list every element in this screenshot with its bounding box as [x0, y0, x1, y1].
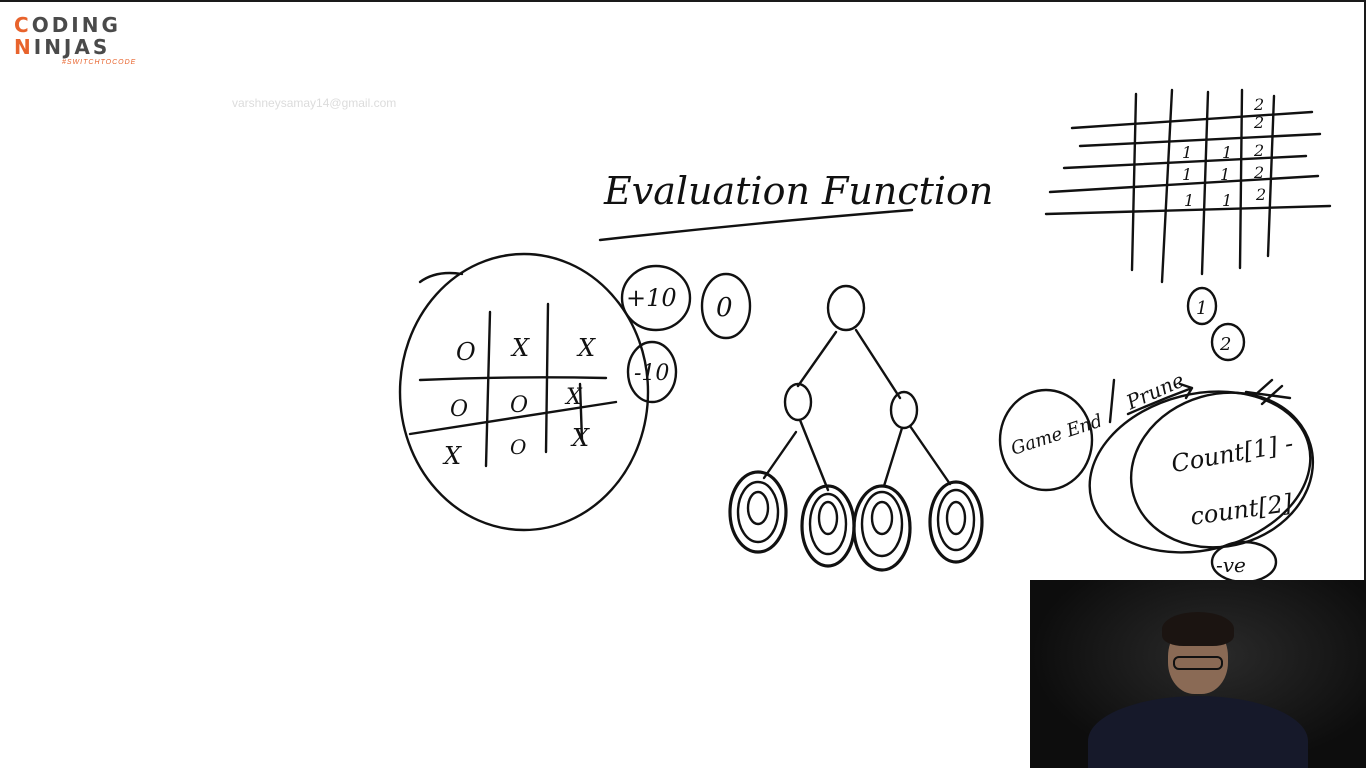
tree-edge-l-ll [762, 430, 798, 480]
whiteboard-title: Evaluation Function [603, 169, 993, 213]
grid-hline-1 [418, 376, 608, 382]
c4-cell-h: 2 [1253, 163, 1264, 182]
c4-hline-3 [1062, 154, 1308, 170]
cell-9: X [570, 424, 590, 452]
c4-vline-1 [1130, 92, 1138, 272]
logo-word-injas: INJAS [33, 35, 111, 59]
cell-8: O [510, 435, 526, 459]
c4-cell-k: 2 [1255, 185, 1266, 204]
c4-cell-c: 1 [1182, 143, 1192, 162]
player-two-circle [1210, 322, 1246, 362]
score-minus-ten: -10 [634, 361, 669, 386]
tree-edge-r-rr [908, 424, 952, 486]
c4-cell-j: 1 [1222, 191, 1232, 210]
email-watermark: varshneysamay14@gmail.com [232, 96, 397, 110]
count-one-label: Count[1] - [1169, 429, 1295, 478]
tree-leaf-2 [800, 484, 856, 568]
tree-node-right [889, 390, 919, 430]
c4-cell-a: 2 [1253, 95, 1264, 114]
cell-6: X [564, 385, 583, 410]
c4-cell-b: 2 [1253, 113, 1264, 132]
tree-leaf-1 [728, 470, 788, 554]
c4-cell-i: 1 [1184, 191, 1194, 210]
zero-circle [700, 272, 752, 340]
prune-divider [1108, 378, 1116, 424]
c4-vline-2 [1160, 88, 1174, 284]
cell-5: O [510, 393, 528, 418]
screen-right-border [1364, 0, 1366, 768]
title-underline [598, 208, 914, 242]
cell-7: X [442, 442, 462, 470]
c4-cell-g: 1 [1220, 165, 1230, 184]
player-one-circle [1186, 286, 1218, 326]
tree-leaf-4 [928, 480, 984, 564]
c4-cell-e: 2 [1253, 141, 1264, 160]
minus-ten-circle [626, 340, 678, 404]
tree-edge-root-left [796, 330, 838, 388]
cell-2: X [510, 334, 530, 362]
tree-node-left [783, 382, 813, 422]
c4-vline-5 [1266, 94, 1276, 258]
tree-leaf-3 [852, 484, 912, 572]
cell-4: O [450, 397, 468, 422]
score-zero: 0 [716, 293, 733, 323]
board-circle-tick [418, 271, 464, 284]
c4-cell-d: 1 [1222, 143, 1232, 162]
logo-line-coding: CODING [14, 14, 144, 36]
presenter-body [1088, 696, 1308, 768]
logo-line-ninjas: NINJAS [14, 36, 144, 58]
c4-cell-f: 1 [1182, 165, 1192, 184]
coding-ninjas-logo: CODING NINJAS #SWITCHTOCODE [14, 14, 144, 74]
c4-hline-4 [1048, 174, 1320, 194]
tree-edge-l-lr [798, 418, 830, 492]
player-one-label: 1 [1196, 298, 1207, 319]
presenter-hair [1162, 612, 1234, 646]
screen-top-border [0, 0, 1366, 2]
tictactoe-circle [398, 252, 650, 532]
c4-hline-5 [1044, 204, 1332, 216]
win-strike-line [578, 382, 584, 442]
logo-word-oding: ODING [31, 13, 121, 37]
c4-vline-3 [1200, 90, 1210, 276]
presenter-webcam [1030, 580, 1366, 768]
plus-ten-circle [620, 264, 692, 332]
c4-vline-4 [1238, 88, 1244, 270]
c4-hline-2 [1078, 132, 1322, 148]
glasses-icon [1173, 656, 1223, 670]
grid-hline-2 [408, 400, 618, 436]
cell-3: X [576, 334, 596, 362]
cell-1: O [456, 338, 476, 366]
hash-scribble [1244, 378, 1292, 406]
player-two-label: 2 [1219, 334, 1231, 355]
game-end-circle [998, 388, 1094, 492]
logo-tagline: #SWITCHTOCODE [62, 59, 137, 66]
tree-root-node [826, 284, 866, 332]
tree-edge-root-right [854, 328, 902, 400]
negative-label: -ve [1216, 553, 1246, 577]
tree-edge-r-rl [882, 426, 904, 488]
logo-letter-n: N [14, 35, 34, 59]
logo-letter-c: C [14, 13, 32, 37]
c4-hline-1 [1070, 110, 1314, 130]
score-plus-ten: +10 [626, 284, 677, 312]
grid-vline-1 [484, 310, 492, 468]
